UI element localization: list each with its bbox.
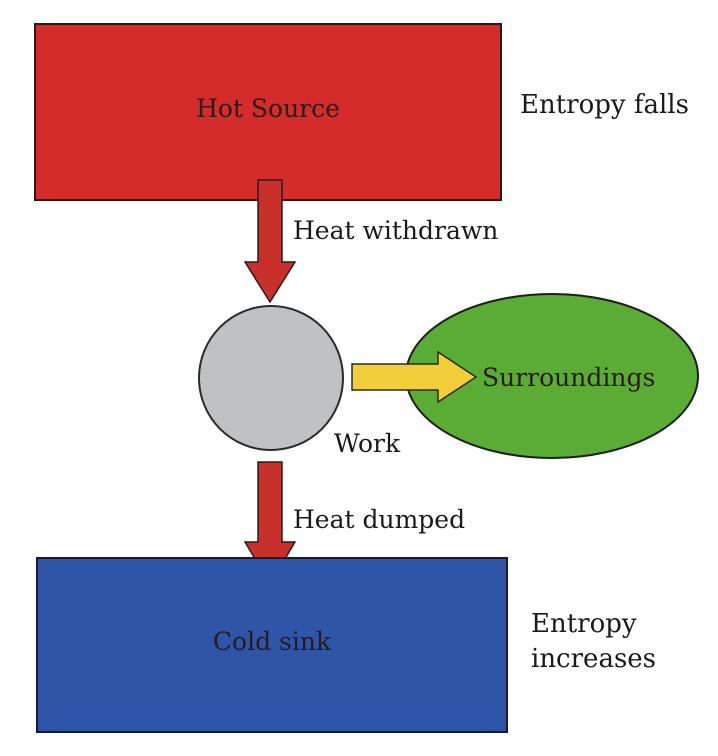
entropy-increases-label-line1: Entropy: [531, 609, 637, 639]
heat-withdrawn-label: Heat withdrawn: [293, 216, 498, 245]
hot-source-label: Hot Source: [196, 94, 340, 123]
cold-sink-label: Cold sink: [213, 627, 332, 656]
hot-source-box: [34, 23, 502, 201]
engine-circle: [198, 305, 344, 451]
entropy-falls-label: Entropy falls: [520, 90, 689, 120]
heat-dumped-label: Heat dumped: [293, 505, 465, 534]
work-arrow: [351, 350, 478, 404]
surroundings-label: Surroundings: [482, 363, 655, 392]
heat-withdrawn-arrow: [243, 179, 297, 304]
cold-sink-box: [36, 557, 508, 733]
entropy-increases-label-line2: increases: [531, 644, 656, 674]
work-label: Work: [334, 429, 401, 458]
